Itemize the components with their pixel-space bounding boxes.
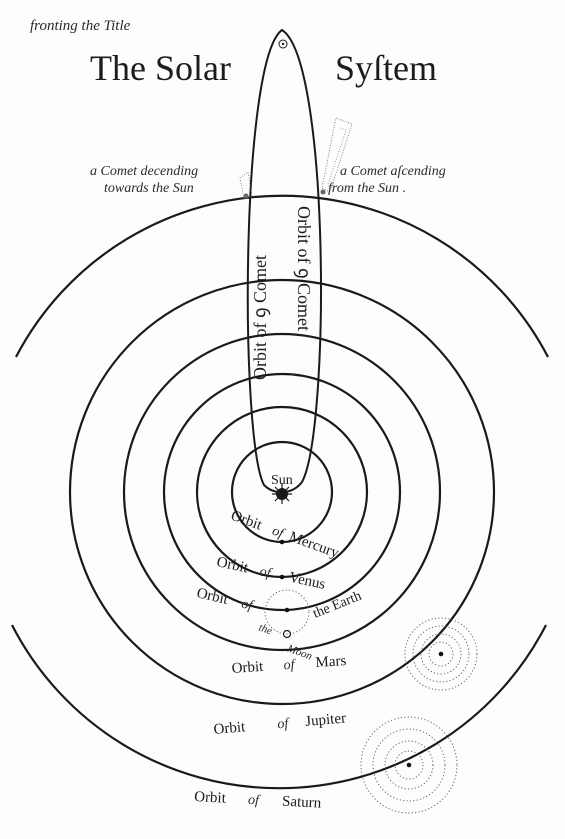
sun-icon <box>272 484 292 504</box>
label-orbit-venus: Orbit of Venus <box>215 554 327 593</box>
label-comet-orbit-right: Orbit of ꝯ Comet <box>293 206 314 331</box>
label-orbit-earth: Orbit of <box>195 585 256 614</box>
label-comet-descending-2: towards the Sun <box>104 181 194 196</box>
comet-tail-ascending <box>320 117 353 195</box>
label-comet-descending-1: a Comet decending <box>90 164 198 179</box>
label-sun: Sun <box>271 473 293 488</box>
orbit-saturn-upper <box>15 194 549 358</box>
planet-jupiter <box>406 762 412 768</box>
svg-text:Orbit: Orbit <box>229 508 265 534</box>
planet-mars <box>438 651 444 657</box>
svg-text:Saturn: Saturn <box>282 794 322 812</box>
svg-text:Orbit: Orbit <box>215 554 250 576</box>
label-moon: the Moon <box>257 622 314 663</box>
comet-aphelion-dot <box>281 42 285 46</box>
moon-orbit <box>264 589 310 635</box>
svg-text:of: of <box>283 657 297 673</box>
svg-text:Orbit: Orbit <box>231 659 265 677</box>
orbit-earth <box>162 372 402 612</box>
svg-text:of: of <box>277 716 291 732</box>
title-part-2: Syſtem <box>335 48 437 88</box>
svg-text:Jupiter: Jupiter <box>305 710 347 729</box>
planet-earth <box>284 607 290 613</box>
svg-text:Orbit: Orbit <box>194 789 227 807</box>
planet-venus <box>279 574 285 580</box>
planet-mercury <box>279 539 285 545</box>
svg-text:Orbit: Orbit <box>213 719 247 738</box>
orbit-saturn-lower <box>11 624 547 790</box>
orbit-jupiter <box>68 278 496 706</box>
svg-text:of: of <box>258 564 274 581</box>
label-orbit-saturn: Orbit of Saturn <box>194 789 322 812</box>
svg-text:Mars: Mars <box>315 653 347 671</box>
title-part-1: The Solar <box>90 48 231 88</box>
moon-icon <box>282 629 292 639</box>
label-orbit-mercury: Orbit of Mercury <box>229 508 342 562</box>
label-comet-ascending-2: from the Sun . <box>328 181 406 196</box>
svg-text:Mercury: Mercury <box>287 529 341 562</box>
orbit-mars <box>122 332 442 652</box>
label-orbit-jupiter: Orbit of Jupiter <box>213 710 347 738</box>
jupiter-satellite-rings <box>360 716 458 814</box>
planetary-orbits <box>11 194 549 790</box>
mars-satellite-rings <box>404 617 478 691</box>
comet-aphelion-marker <box>278 39 288 49</box>
label-comet-ascending-1: a Comet aſcending <box>340 164 446 179</box>
label-orbit-mars: Orbit of Mars <box>231 653 347 677</box>
label-the-earth: the Earth <box>311 589 364 622</box>
svg-text:of: of <box>248 793 262 809</box>
svg-text:of: of <box>270 524 287 543</box>
comet-tail-descending <box>239 171 253 199</box>
svg-text:Venus: Venus <box>288 570 327 593</box>
svg-text:the: the <box>257 622 274 638</box>
header-note: fronting the Title <box>30 18 131 34</box>
svg-text:Orbit: Orbit <box>195 585 230 608</box>
label-comet-orbit-left: Orbit of ꝯ Comet <box>250 255 271 380</box>
